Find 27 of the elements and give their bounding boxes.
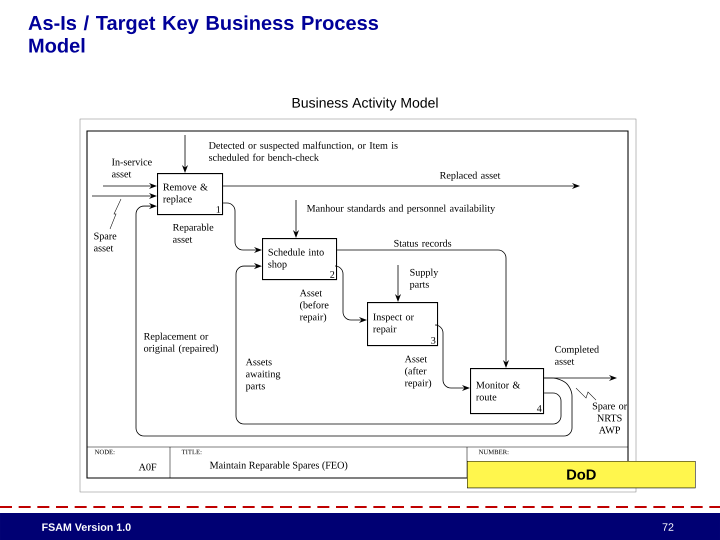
edge-label: Detected or suspected malfunction, or Item is scheduled for bench-check: [208, 142, 398, 161]
text-label: Spare or NRTS AWP: [592, 402, 627, 434]
edge-label: Asset (after repair): [404, 356, 432, 388]
edge-label: Status records: [394, 240, 452, 247]
text-label: Business Activity Model: [292, 97, 438, 111]
edge-label: Asset (before repair): [300, 290, 328, 322]
edge-label: Reparable asset: [172, 224, 214, 243]
arrow: [236, 263, 562, 424]
edge-label: Spare asset: [94, 232, 116, 252]
edge-label: Replaced asset: [440, 172, 500, 181]
title: As-Is / Target Key Business Process Model: [28, 15, 378, 53]
number-box: DoD: [467, 461, 696, 488]
text-label: FSAM Version 1.0: [42, 523, 131, 531]
arrow: [136, 203, 572, 436]
edge-label: Assets awaiting parts: [246, 358, 280, 392]
process-box: Monitor & route 4: [470, 368, 544, 414]
edge-label: Completed asset: [554, 346, 599, 365]
text-label: A0F: [138, 464, 156, 470]
edge-label: Manhour standards and personnel availability: [306, 204, 496, 214]
edge-label: Replacement or original (repaired): [144, 332, 218, 354]
text-label: 72: [662, 523, 674, 531]
edge-label: In-service asset: [112, 158, 152, 178]
process-box: Inspect or repair 3: [367, 302, 438, 346]
process-box: Schedule into shop 2: [262, 238, 338, 280]
process-box: Remove & replace 1: [157, 173, 224, 216]
text-label: Maintain Reparable Spares (FEO): [210, 461, 348, 471]
edge-label: Supply parts: [410, 268, 438, 290]
